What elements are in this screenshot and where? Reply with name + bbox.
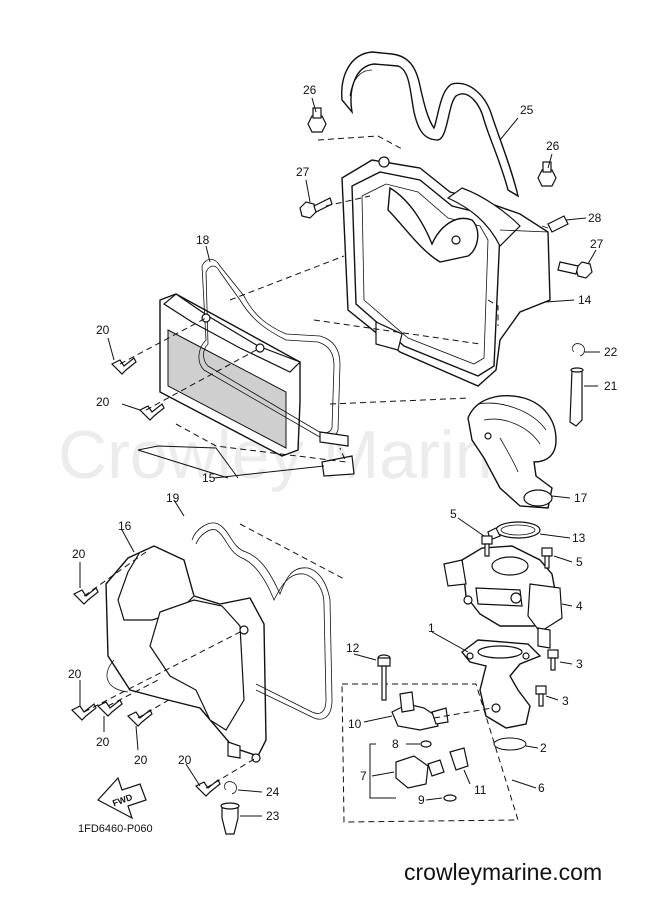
leader-lines — [79, 97, 600, 817]
clip-part-28[interactable] — [541, 215, 569, 233]
manifold-part-1[interactable] — [461, 639, 542, 729]
site-url: crowleymarine.com — [404, 859, 602, 885]
callout-11: 11 — [474, 783, 487, 797]
callout-1: 1 — [428, 621, 435, 635]
callout-labels: 26 25 26 27 28 27 14 18 20 22 21 20 15 1… — [68, 83, 618, 823]
bolt-part-3-lower[interactable] — [535, 685, 547, 707]
callout-12: 12 — [346, 641, 360, 655]
throttle-body-part-4[interactable] — [443, 545, 563, 649]
hose-part-25[interactable] — [341, 51, 520, 198]
o-ring-part-9[interactable] — [443, 794, 457, 802]
bolt-part-5-left[interactable] — [481, 535, 493, 557]
clamp-part-13[interactable] — [487, 521, 541, 541]
filter-element[interactable] — [159, 293, 302, 457]
gasket-part-18[interactable] — [198, 258, 341, 439]
screw-part-20-b[interactable] — [138, 403, 165, 421]
clip-part-11[interactable] — [449, 747, 469, 771]
screw-part-20-a[interactable] — [110, 357, 137, 375]
callout-24: 24 — [266, 785, 280, 799]
callout-5-left: 5 — [450, 507, 457, 521]
bolt-part-3-upper[interactable] — [547, 649, 559, 671]
callout-15: 15 — [202, 471, 216, 485]
pipe-part-21[interactable] — [569, 367, 584, 427]
callout-26-upper: 26 — [303, 83, 317, 97]
callout-27-right: 27 — [590, 237, 604, 251]
lower-duct-part-16[interactable] — [105, 545, 267, 763]
callout-7: 7 — [360, 769, 367, 783]
callout-13: 13 — [572, 531, 586, 545]
screw-part-20-c[interactable] — [72, 587, 99, 605]
injector-part-7[interactable] — [395, 755, 445, 789]
callout-16: 16 — [118, 519, 132, 533]
callout-20-b: 20 — [96, 395, 110, 409]
bolt-part-27-right[interactable] — [557, 261, 593, 279]
gasket-part-19[interactable] — [191, 522, 333, 720]
callout-9: 9 — [418, 793, 425, 807]
bolt-part-12[interactable] — [377, 654, 391, 701]
bolt-part-26-upper[interactable] — [307, 107, 327, 133]
callout-20-e: 20 — [96, 735, 110, 749]
callout-18: 18 — [196, 233, 210, 247]
callout-21: 21 — [604, 379, 618, 393]
callout-14: 14 — [578, 293, 592, 307]
callout-27-left: 27 — [296, 165, 310, 179]
callout-4: 4 — [576, 599, 583, 613]
screw-part-20-e[interactable] — [96, 699, 123, 717]
o-ring-part-8[interactable] — [420, 740, 432, 748]
o-ring-part-2[interactable] — [493, 737, 527, 751]
callout-5-right: 5 — [576, 555, 583, 569]
drain-plug-part-23[interactable] — [220, 802, 240, 835]
intake-hose-part-17[interactable] — [467, 395, 557, 509]
assembly-guides — [83, 135, 493, 789]
callout-19: 19 — [166, 491, 180, 505]
fuel-rail-part-10[interactable] — [391, 691, 449, 731]
callout-20-c: 20 — [72, 547, 86, 561]
callout-20-f: 20 — [134, 753, 148, 767]
clip-part-22[interactable] — [572, 343, 585, 357]
callout-22: 22 — [604, 345, 618, 359]
callout-20-g: 20 — [178, 753, 192, 767]
callout-23: 23 — [266, 809, 280, 823]
callout-26-right: 26 — [546, 139, 560, 153]
bolt-part-26-right[interactable] — [537, 161, 557, 187]
callout-20-d: 20 — [68, 667, 82, 681]
callout-10: 10 — [348, 717, 362, 731]
callout-17: 17 — [574, 491, 588, 505]
seal-part-15[interactable] — [319, 431, 355, 477]
diagram-code: 1FD6460-P060 — [78, 823, 153, 835]
bolt-part-5-right[interactable] — [541, 547, 553, 569]
callout-2: 2 — [540, 741, 547, 755]
bolt-part-27-left[interactable] — [299, 197, 333, 219]
callout-28: 28 — [588, 211, 602, 225]
screw-part-20-f[interactable] — [126, 709, 153, 727]
screw-part-20-g[interactable] — [194, 779, 221, 797]
callout-3-lower: 3 — [562, 694, 569, 708]
callout-20-a: 20 — [96, 323, 110, 337]
clip-part-24[interactable] — [224, 781, 237, 795]
air-box-part-14[interactable] — [341, 156, 551, 387]
callout-8: 8 — [392, 737, 399, 751]
fwd-arrow-icon: FWD — [97, 776, 147, 820]
callout-25: 25 — [520, 103, 534, 117]
callout-6: 6 — [538, 781, 545, 795]
callout-3-upper: 3 — [576, 657, 583, 671]
